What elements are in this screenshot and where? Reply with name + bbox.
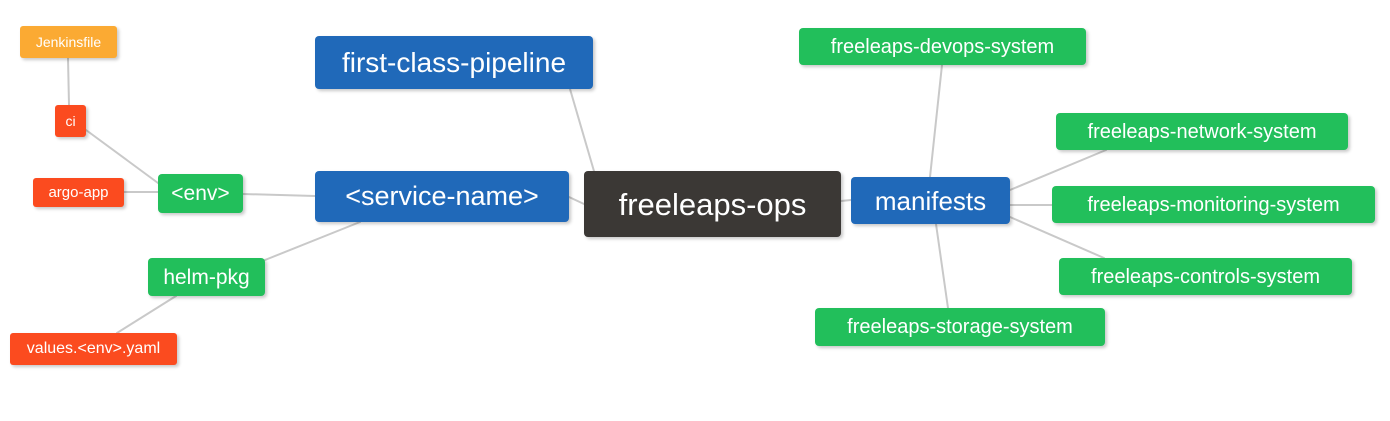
node-label-freeleaps-monitoring-system: freeleaps-monitoring-system — [1087, 193, 1340, 216]
node-label-jenkinsfile: Jenkinsfile — [35, 34, 102, 50]
edge-service-name-to-env — [242, 193, 316, 197]
node-label-freeleaps-controls-system: freeleaps-controls-system — [1091, 265, 1320, 288]
node-label-freeleaps-storage-system: freeleaps-storage-system — [847, 316, 1073, 338]
node-label-helm-pkg: helm-pkg — [163, 265, 250, 289]
node-label-values-env-yaml: values.<env>.yaml — [26, 340, 161, 357]
node-freeleaps-monitoring-system[interactable]: freeleaps-monitoring-system — [1052, 186, 1375, 223]
edge-freeleaps-ops-to-service-name — [568, 196, 585, 205]
node-freeleaps-storage-system[interactable]: freeleaps-storage-system — [815, 308, 1105, 346]
edge-manifests-to-freeleaps-devops-system — [929, 64, 943, 178]
node-service-name[interactable]: <service-name> — [315, 171, 569, 222]
node-label-env: <env> — [171, 182, 230, 205]
node-label-service-name: <service-name> — [345, 181, 539, 211]
edge-env-to-ci — [85, 129, 159, 184]
node-manifests[interactable]: manifests — [851, 177, 1010, 224]
node-label-argo-app: argo-app — [48, 184, 109, 201]
edge-helm-pkg-to-values-env-yaml — [116, 295, 177, 334]
node-freeleaps-network-system[interactable]: freeleaps-network-system — [1056, 113, 1348, 150]
node-label-ci: ci — [65, 113, 76, 129]
edge-manifests-to-freeleaps-controls-system — [1009, 216, 1105, 259]
edge-manifests-to-freeleaps-network-system — [1009, 149, 1107, 191]
node-jenkinsfile[interactable]: Jenkinsfile — [20, 26, 117, 58]
node-label-manifests: manifests — [874, 185, 987, 216]
node-helm-pkg[interactable]: helm-pkg — [148, 258, 265, 296]
node-label-freeleaps-devops-system: freeleaps-devops-system — [830, 35, 1055, 58]
node-ci[interactable]: ci — [55, 105, 86, 137]
edge-ci-to-jenkinsfile — [67, 57, 70, 106]
node-label-first-class-pipeline: first-class-pipeline — [341, 46, 567, 78]
edge-manifests-to-freeleaps-storage-system — [935, 223, 949, 309]
node-label-freeleaps-ops: freeleaps-ops — [618, 186, 807, 222]
node-freeleaps-devops-system[interactable]: freeleaps-devops-system — [799, 28, 1086, 65]
node-argo-app[interactable]: argo-app — [33, 178, 124, 207]
node-freeleaps-controls-system[interactable]: freeleaps-controls-system — [1059, 258, 1352, 295]
edge-service-name-to-helm-pkg — [264, 221, 361, 261]
edge-freeleaps-ops-to-manifests — [840, 199, 852, 202]
node-values-env-yaml[interactable]: values.<env>.yaml — [10, 333, 177, 365]
node-env[interactable]: <env> — [158, 174, 243, 213]
node-first-class-pipeline[interactable]: first-class-pipeline — [315, 36, 593, 89]
node-freeleaps-ops[interactable]: freeleaps-ops — [584, 171, 841, 237]
node-label-freeleaps-network-system: freeleaps-network-system — [1087, 120, 1317, 143]
edge-freeleaps-ops-to-first-class-pipeline — [569, 88, 597, 179]
